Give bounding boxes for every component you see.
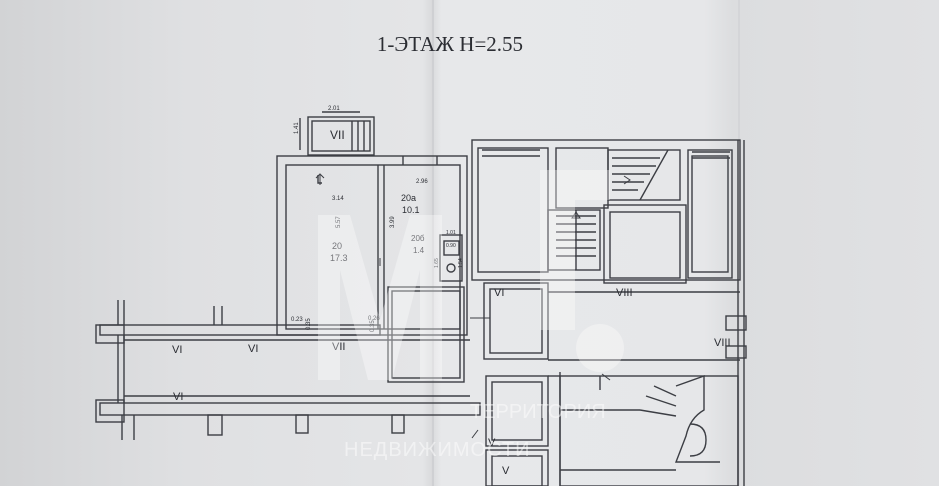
dim-5-57: 5.57 (336, 216, 342, 228)
watermark: ТЕРРИТОРИЯ НЕДВИЖИМОСТИ (318, 170, 624, 461)
room-20b-area: 1.4 (413, 246, 425, 255)
wall-lines (95, 111, 747, 486)
dim-2-01: 2.01 (328, 106, 340, 112)
room-label-vii-corridor: VII (332, 341, 345, 353)
dim-1-01: 1.01 (446, 230, 456, 236)
room-areas: 20 17.3 20а 10.1 20б 1.4 (330, 193, 425, 263)
dim-0-26: 0.26 (368, 316, 380, 322)
dim-2-96: 2.96 (416, 179, 428, 185)
watermark-logo-dot (576, 324, 624, 372)
room-label-v-lower: V (502, 465, 510, 477)
room-label-vi-mid: VI (248, 343, 258, 355)
room-label-vi-left: VI (172, 344, 182, 356)
watermark-line-1: ТЕРРИТОРИЯ (470, 401, 606, 423)
room-20-number: 20 (332, 241, 342, 251)
dim-1-41: 1.41 (294, 122, 300, 134)
room-20b-number: 20б (411, 234, 425, 243)
room-label-vii-top: VII (330, 128, 345, 142)
watermark-logo (318, 215, 442, 380)
dim-0-35-left: 0.35 (306, 318, 312, 330)
dim-3-14: 3.14 (332, 196, 344, 202)
room-label-viii-right: VIII (714, 337, 731, 349)
room-label-vi-right: VI (494, 287, 504, 299)
room-labels: VII VII VI VI VI VI VIII VIII V V (172, 128, 731, 477)
dimension-ticks (315, 173, 631, 439)
room-20a-number: 20а (401, 193, 416, 203)
room-label-v-upper: V (488, 437, 496, 449)
watermark-line-2: НЕДВИЖИМОСТИ (344, 439, 530, 461)
dim-0-90: 0.90 (446, 243, 456, 249)
paper-fold-line (432, 0, 434, 486)
dim-1-65: 1.65 (434, 258, 440, 268)
plan-title: 1-ЭТАЖ Н=2.55 (377, 32, 523, 56)
paper-fold-line (738, 0, 740, 486)
room-label-viii-center: VIII (616, 287, 633, 299)
dimension-labels: 2.01 1.41 3.14 5.57 2.96 3.99 1.01 0.90 … (291, 106, 464, 332)
room-20a-area: 10.1 (402, 205, 420, 215)
watermark-logo-t (540, 170, 610, 330)
room-label-vi-lower: VI (173, 391, 183, 403)
dim-0-35-right: 0.35 (370, 320, 376, 332)
dim-0-23: 0.23 (291, 317, 303, 323)
dim-3-99: 3.99 (390, 216, 396, 228)
room-20-area: 17.3 (330, 253, 348, 263)
dim-1-54: 1.54 (458, 258, 464, 268)
